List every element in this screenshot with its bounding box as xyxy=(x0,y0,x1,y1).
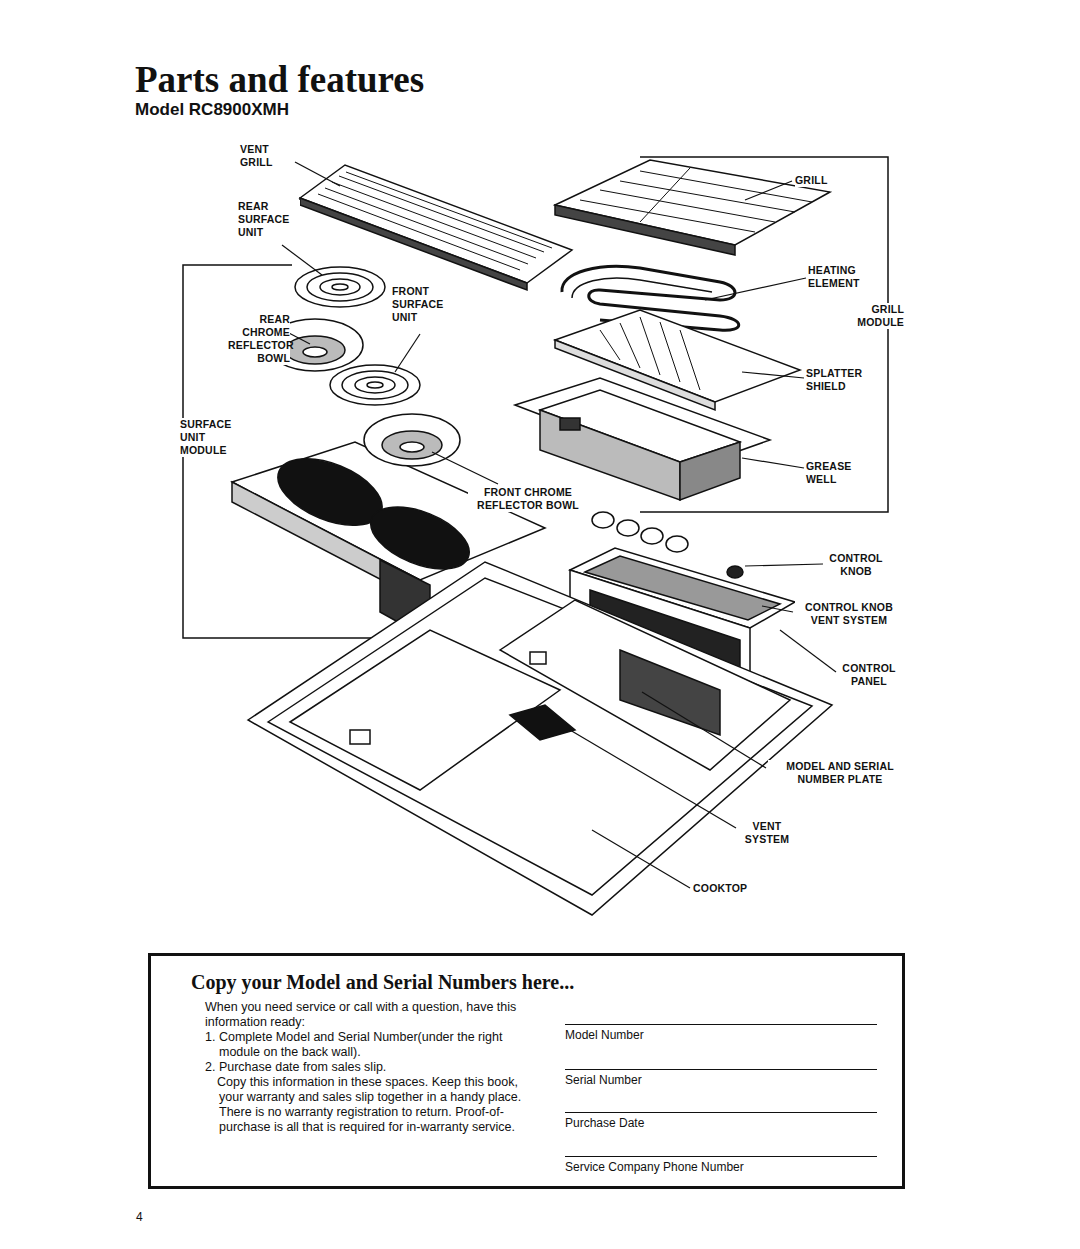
part-label: GRILL xyxy=(795,174,845,187)
part-label: MODEL AND SERIAL NUMBER PLATE xyxy=(768,760,912,786)
box-body: When you need service or call with a que… xyxy=(205,1000,545,1135)
form-field: Serial Number xyxy=(565,1069,877,1088)
part-label: COOKTOP xyxy=(693,882,763,895)
part-label: REAR SURFACE UNIT xyxy=(238,200,300,239)
surface-units xyxy=(267,267,460,466)
part-label: CONTROL PANEL xyxy=(838,662,900,688)
vent-grill xyxy=(300,165,572,290)
grease-well xyxy=(515,378,770,500)
cooktop xyxy=(248,562,832,915)
body-text: 2. Purchase date from sales slip. xyxy=(205,1060,545,1075)
form-field: Purchase Date xyxy=(565,1112,877,1131)
part-label: REAR CHROME REFLECTOR BOWL xyxy=(228,313,290,365)
part-label: CONTROL KNOB VENT SYSTEM xyxy=(795,601,903,627)
part-label: FRONT CHROME REFLECTOR BOWL xyxy=(468,486,588,512)
part-label: CONTROL KNOB xyxy=(825,552,887,578)
leader-lines xyxy=(282,162,836,888)
grill xyxy=(555,160,830,255)
info-box: Copy your Model and Serial Numbers here.… xyxy=(148,953,905,1189)
part-label: HEATING ELEMENT xyxy=(808,264,878,290)
form-field: Model Number xyxy=(565,1024,877,1043)
part-label: VENT GRILL xyxy=(240,143,292,169)
part-label: GRILL MODULE xyxy=(848,303,904,329)
body-text: 1. Complete Model and Serial Number(unde… xyxy=(205,1030,545,1060)
part-label: GREASE WELL xyxy=(806,460,856,486)
model-number: Model RC8900XMH xyxy=(135,100,355,120)
page-number: 4 xyxy=(136,1210,166,1224)
box-heading: Copy your Model and Serial Numbers here.… xyxy=(191,970,574,994)
page-title: Parts and features xyxy=(135,60,424,100)
part-label: SURFACE UNIT MODULE xyxy=(180,418,242,457)
body-text: Copy this information in these spaces. K… xyxy=(205,1075,545,1135)
part-label: VENT SYSTEM xyxy=(738,820,796,846)
body-text: When you need service or call with a que… xyxy=(205,1000,545,1030)
part-label: FRONT SURFACE UNIT xyxy=(392,285,454,324)
part-label: SPLATTER SHIELD xyxy=(806,367,874,393)
form-field: Service Company Phone Number xyxy=(565,1156,877,1175)
